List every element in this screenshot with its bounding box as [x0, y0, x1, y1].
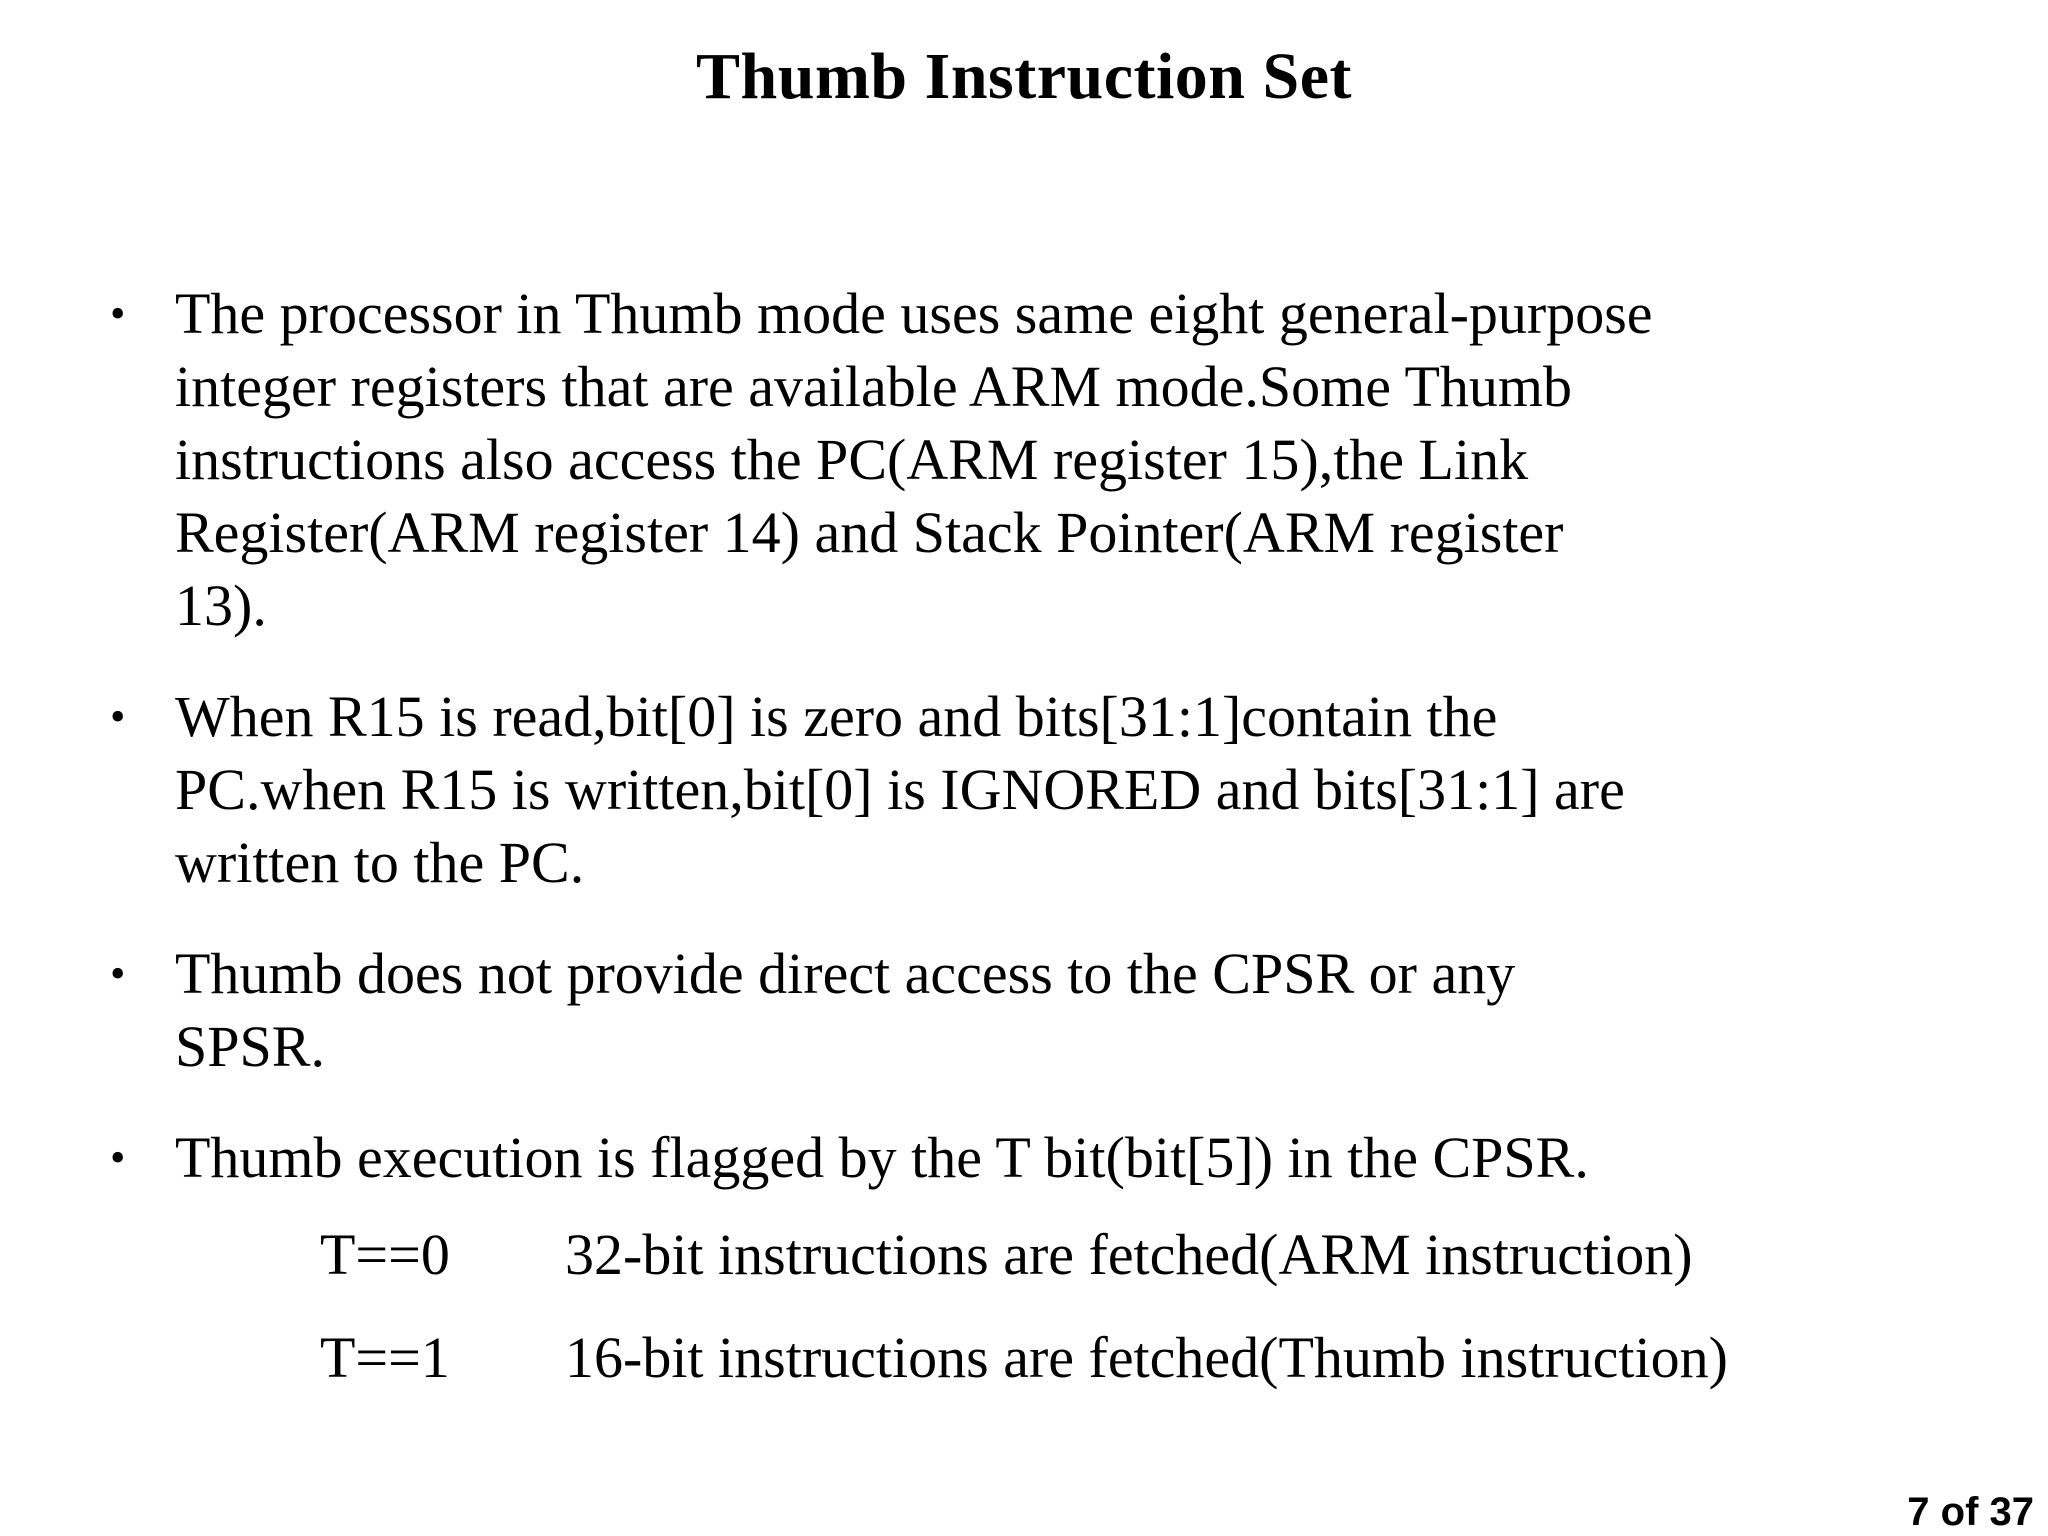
bullet-item-t-bit-flag: Thumb execution is flagged by the T bit(…	[110, 1121, 1680, 1194]
slide-body: The processor in Thumb mode uses same ei…	[0, 277, 2048, 1394]
t1-label: T==1	[320, 1324, 450, 1390]
bullet-text: When R15 is read,bit[0] is zero and bits…	[175, 683, 1625, 895]
sub-line-t1: T==1 16-bit instructions are fetched(Thu…	[320, 1321, 1988, 1394]
bullet-item-processor-registers: The processor in Thumb mode uses same ei…	[110, 277, 1680, 642]
bullet-text: The processor in Thumb mode uses same ei…	[175, 280, 1653, 638]
slide-title: Thumb Instruction Set	[696, 40, 1352, 113]
bullet-icon	[110, 937, 175, 1010]
bullet-icon	[110, 1121, 175, 1194]
bullet-icon	[110, 277, 175, 350]
bullet-text: Thumb does not provide direct access to …	[175, 940, 1516, 1079]
t1-description: 16-bit instructions are fetched(Thumb in…	[565, 1324, 1728, 1390]
bullet-item-cpsr-access: Thumb does not provide direct access to …	[110, 937, 1680, 1083]
t0-description: 32-bit instructions are fetched(ARM inst…	[565, 1221, 1693, 1287]
t0-label: T==0	[320, 1221, 450, 1287]
bullet-text: Thumb execution is flagged by the T bit(…	[175, 1124, 1589, 1190]
bullet-icon	[110, 680, 175, 753]
page-number: 7 of 37	[1907, 1490, 2034, 1534]
bullet-item-r15-read-write: When R15 is read,bit[0] is zero and bits…	[110, 680, 1680, 899]
sub-line-t0: T==0 32-bit instructions are fetched(ARM…	[320, 1218, 1988, 1291]
